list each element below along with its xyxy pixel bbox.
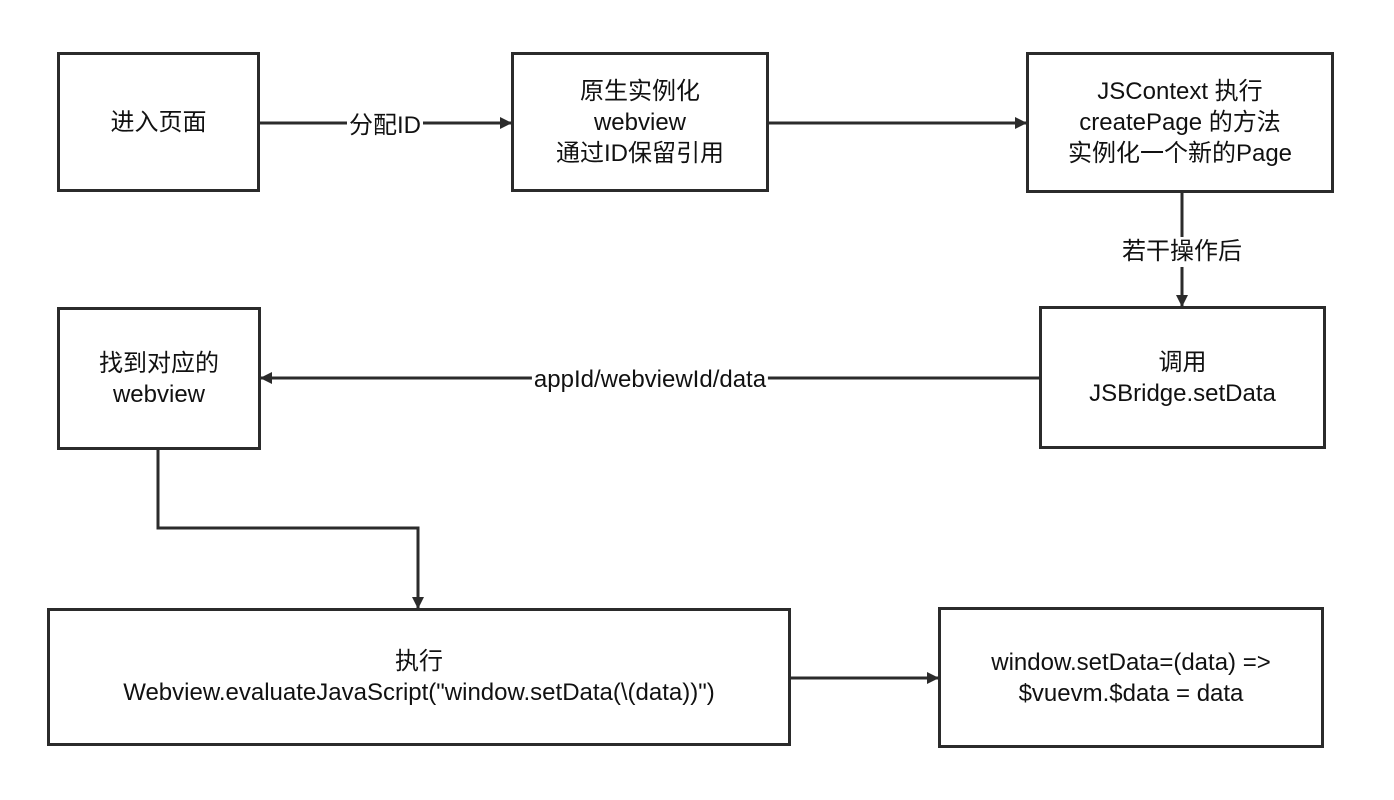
node-native-instantiate: 原生实例化 webview 通过ID保留引用 (511, 52, 769, 192)
node-text-line: 执行 (395, 648, 443, 675)
node-text-line: 调用 (1158, 348, 1207, 376)
edge-label-after-ops: 若干操作后 (1120, 237, 1244, 267)
node-find-webview: 找到对应的 webview (57, 307, 261, 450)
node-window-setdata: window.setData=(data) => $vuevm.$data = … (938, 607, 1324, 748)
node-text-line: createPage 的方法 (1079, 109, 1281, 136)
node-call-setdata: 调用 JSBridge.setData (1039, 306, 1326, 449)
node-text-line: JSBridge.setData (1089, 379, 1276, 407)
node-text-line: Webview.evaluateJavaScript("window.setDa… (123, 679, 715, 706)
node-text-line: webview (593, 108, 687, 136)
node-text-line: 实例化一个新的Page (1067, 140, 1293, 167)
node-text-line: 找到对应的 (99, 349, 219, 377)
node-text-line: window.setData=(data) => (991, 648, 1271, 676)
node-text-line: webview (112, 380, 206, 408)
node-text-line: JSContext 执行 (1097, 78, 1263, 105)
node-text-line: 原生实例化 (580, 77, 700, 105)
node-jscontext-create: JSContext 执行 createPage 的方法 实例化一个新的Page (1026, 52, 1334, 193)
edge-label-assign-id: 分配ID (347, 111, 423, 141)
node-evaluate-js: 执行 Webview.evaluateJavaScript("window.se… (47, 608, 791, 746)
node-enter-page: 进入页面 (57, 52, 260, 192)
edge-find-to-evaluate (156, 450, 424, 609)
node-text-line: 通过ID保留引用 (556, 139, 724, 167)
node-text-line: 进入页面 (110, 108, 207, 136)
node-text-line: $vuevm.$data = data (1018, 679, 1244, 707)
edge-label-params: appId/webviewId/data (531, 365, 769, 395)
